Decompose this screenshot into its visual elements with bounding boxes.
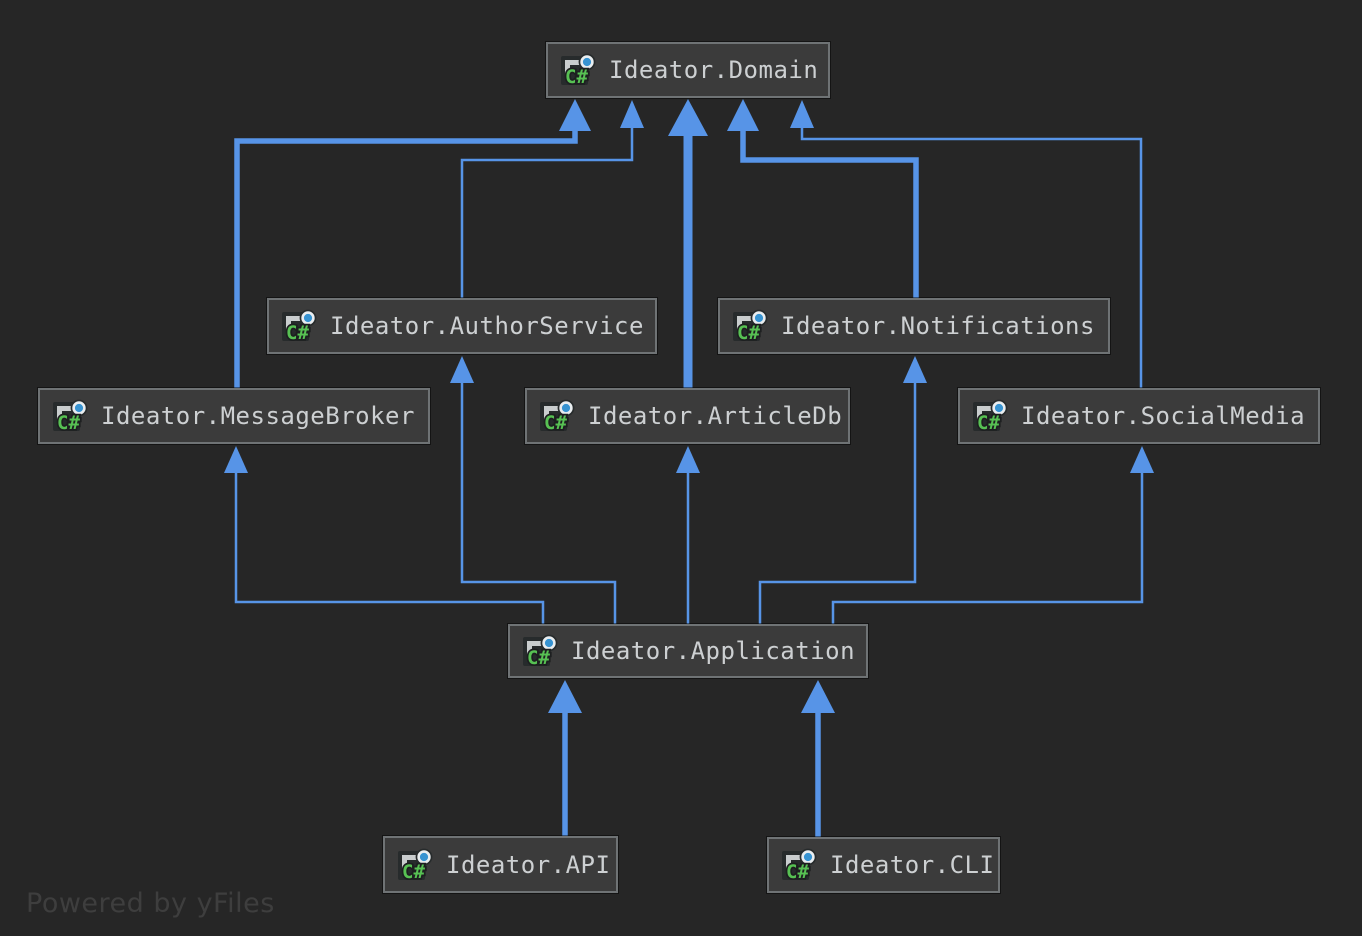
edge-arrowhead — [727, 99, 759, 131]
icon-bracket — [977, 406, 993, 424]
edge-articledb-to-domain[interactable] — [668, 99, 708, 390]
icon-circle — [72, 401, 86, 415]
edge-arrowhead — [450, 356, 474, 383]
node-ideator-authorservice[interactable]: C# Ideator.AuthorService — [267, 298, 657, 354]
node-ideator-messagebroker[interactable]: C# Ideator.MessageBroker — [38, 388, 430, 444]
edge-line — [460, 382, 617, 624]
icon-csharp-text: C# — [527, 647, 550, 668]
edge-arrowhead — [668, 99, 708, 136]
csharp-project-icon: C# — [560, 53, 596, 87]
csharp-project-icon: C# — [732, 309, 768, 343]
node-label: Ideator.Notifications — [781, 312, 1095, 340]
icon-csharp-text: C# — [977, 412, 1000, 433]
edge-line — [800, 127, 1143, 390]
edge-application-to-authorservice[interactable] — [450, 356, 617, 624]
icon-circle — [417, 849, 431, 864]
node-ideator-domain[interactable]: C# Ideator.Domain — [546, 42, 830, 98]
icon-circle — [752, 311, 766, 325]
edge-application-to-messagebroker[interactable] — [224, 446, 545, 624]
icon-csharp-text: C# — [57, 412, 80, 433]
edge-api-to-application[interactable] — [548, 680, 582, 836]
node-label: Ideator.CLI — [830, 851, 995, 879]
yfiles-watermark: Powered by yFiles — [26, 888, 275, 919]
node-ideator-socialmedia[interactable]: C# Ideator.SocialMedia — [958, 388, 1320, 444]
edge-notifications-to-domain[interactable] — [727, 99, 919, 300]
edge-application-to-articledb[interactable] — [676, 446, 700, 624]
icon-bracket — [786, 855, 802, 873]
edge-application-to-socialmedia[interactable] — [831, 446, 1154, 624]
edge-line — [831, 472, 1144, 624]
csharp-project-icon: C# — [522, 634, 558, 668]
node-label: Ideator.ArticleDb — [588, 402, 843, 430]
edge-line — [740, 130, 919, 300]
node-label: Ideator.MessageBroker — [101, 402, 415, 430]
icon-bracket — [737, 316, 753, 334]
icon-bracket — [402, 854, 418, 873]
node-ideator-application[interactable]: C# Ideator.Application — [508, 624, 868, 678]
edge-arrowhead — [559, 99, 591, 131]
icon-circle — [542, 636, 556, 650]
edge-arrowhead — [903, 356, 927, 383]
edge-messagebroker-to-domain[interactable] — [234, 99, 591, 390]
icon-bracket — [544, 406, 560, 424]
edge-arrowhead — [676, 446, 700, 473]
edge-arrowhead — [1130, 446, 1154, 473]
edge-arrowhead — [224, 446, 248, 473]
node-label: Ideator.Application — [571, 637, 856, 665]
node-label: Ideator.SocialMedia — [1021, 402, 1306, 430]
icon-circle — [580, 55, 594, 69]
csharp-project-icon: C# — [781, 848, 817, 882]
icon-circle — [992, 401, 1006, 415]
edge-authorservice-to-domain[interactable] — [460, 100, 644, 300]
edge-arrowhead — [620, 100, 644, 128]
node-ideator-notifications[interactable]: C# Ideator.Notifications — [718, 298, 1110, 354]
edge-arrowhead — [790, 100, 814, 128]
csharp-project-icon: C# — [281, 309, 317, 343]
edge-line — [460, 127, 634, 300]
csharp-project-icon: C# — [397, 848, 433, 882]
icon-csharp-text: C# — [786, 861, 809, 882]
node-ideator-cli[interactable]: C# Ideator.CLI — [767, 837, 1000, 893]
edge-line — [234, 130, 578, 390]
icon-csharp-text: C# — [544, 412, 567, 433]
icon-bracket — [57, 406, 73, 424]
icon-circle — [301, 311, 315, 325]
edge-line — [234, 472, 545, 624]
icon-bracket — [527, 641, 543, 659]
edge-arrowhead — [801, 680, 835, 713]
icon-csharp-text: C# — [402, 861, 425, 882]
icon-csharp-text: C# — [565, 66, 588, 87]
edge-application-to-notifications[interactable] — [758, 356, 927, 624]
csharp-project-icon: C# — [52, 399, 88, 433]
icon-bracket — [565, 60, 581, 78]
edge-socialmedia-to-domain[interactable] — [790, 100, 1143, 390]
node-ideator-api[interactable]: C# Ideator.API — [383, 836, 618, 893]
csharp-project-icon: C# — [539, 399, 575, 433]
edge-cli-to-application[interactable] — [801, 680, 835, 837]
node-ideator-articledb[interactable]: C# Ideator.ArticleDb — [525, 388, 850, 444]
icon-csharp-text: C# — [737, 322, 760, 343]
icon-csharp-text: C# — [286, 322, 309, 343]
edge-arrowhead — [548, 680, 582, 713]
node-label: Ideator.Domain — [609, 56, 819, 84]
icon-bracket — [286, 316, 302, 334]
icon-circle — [559, 401, 573, 415]
icon-circle — [801, 850, 815, 864]
node-label: Ideator.AuthorService — [330, 312, 644, 340]
edge-line — [758, 382, 917, 624]
node-label: Ideator.API — [446, 850, 611, 879]
csharp-project-icon: C# — [972, 399, 1008, 433]
